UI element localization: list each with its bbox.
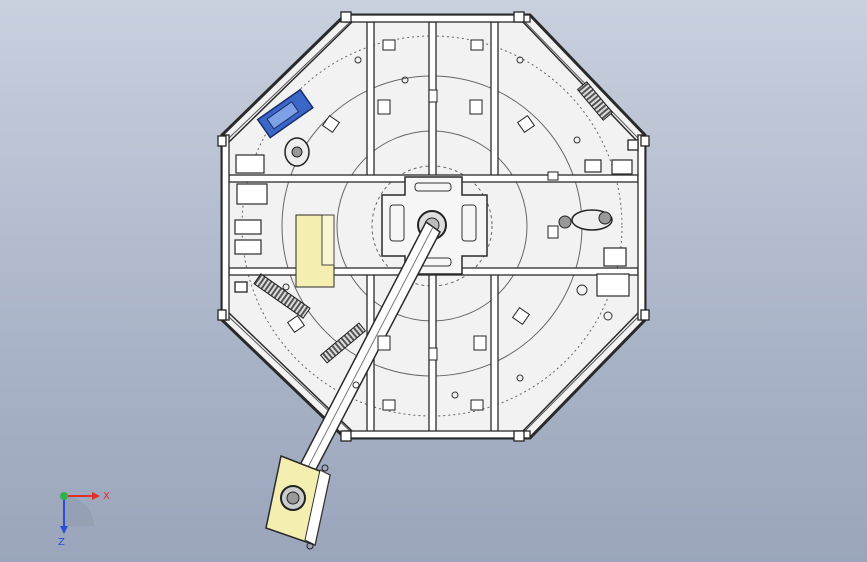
x-axis-label: X [103,491,110,502]
x-axis-arrow [92,492,100,500]
modules [234,154,633,297]
yellow-platform-strip [321,214,335,266]
end-effector-plate [265,454,331,550]
blue-device [256,88,314,139]
cable-chain-lower-left [253,273,311,319]
robot-joint-upper-left [284,137,310,167]
cable-chain-upper-right [576,81,614,121]
robot-joint-right [558,209,613,231]
corner-posts [217,11,650,442]
z-axis-label: Z [58,537,65,548]
z-axis-arrow [60,526,68,534]
mounting-holes [282,56,613,399]
y-axis-dot [60,492,68,500]
coordinate-triad: X Z [58,491,110,548]
cable-chain-lower-mid [319,322,367,364]
rail-fixtures [286,39,559,411]
